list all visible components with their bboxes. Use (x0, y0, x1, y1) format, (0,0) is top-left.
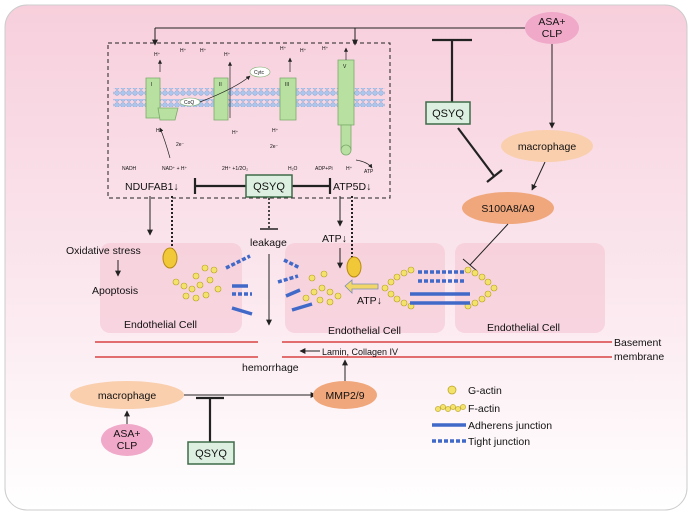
cytc-node (249, 66, 271, 78)
actin-flow-arrow (344, 279, 379, 294)
h-plus-7: H⁺ (322, 46, 329, 52)
complex-ii (213, 77, 229, 121)
complex-i (145, 77, 161, 119)
e2-label-2: 2e⁻ (270, 144, 279, 150)
mmp-node (313, 381, 377, 409)
e2-label-1: 2e⁻ (176, 142, 185, 148)
h-plus-9: H⁺ (232, 130, 239, 136)
legend-f-actin: F-actin (468, 403, 500, 415)
coq-label: CoQ (184, 100, 194, 106)
qsyq-box-middle (245, 174, 293, 198)
legend-adherens: Adherens junction (468, 420, 552, 432)
membrane-upper (113, 88, 385, 96)
macrophage-bottom-label: macrophage (98, 390, 157, 402)
endothelial-label-1: Endothelial Cell (124, 319, 197, 331)
hemorrhage-label: hemorrhage (242, 362, 299, 374)
complex-label-ii: II (219, 82, 222, 88)
h-plus-4: H⁺ (224, 52, 231, 58)
asa-clp-top-line1: ASA+ (538, 16, 565, 28)
tight-junctions (225, 254, 466, 296)
g-actin-legend-icon (447, 385, 457, 395)
h-plus-5: H⁺ (280, 46, 287, 52)
s100-label: S100A8/A9 (481, 203, 534, 215)
s100-node (462, 192, 554, 224)
atp-small-label: ATP (364, 169, 374, 175)
f-actin-legend-icon (435, 404, 466, 412)
h-plus-1: H⁺ (154, 52, 161, 58)
ndufab1-label: NDUFAB1↓ (125, 181, 179, 193)
endothelial-cell-3 (455, 243, 605, 333)
adp-label: ADP+Pi (315, 166, 333, 172)
f-actin-strand (381, 266, 498, 310)
atp-down-label-1: ATP↓ (322, 233, 347, 245)
adherens-junctions (231, 284, 470, 316)
h-plus-10: H⁺ (272, 128, 279, 134)
qsyq-box-top (425, 101, 471, 125)
lamin-label: Lamin, Collagen IV (322, 347, 398, 357)
complex-v (337, 59, 355, 126)
qsyq-label-bottom: QSYQ (195, 448, 227, 460)
o2-label: 2H⁺ +1/2O₂ (222, 166, 248, 172)
endothelial-label-3: Endothelial Cell (487, 322, 560, 334)
complex-iii (279, 77, 297, 121)
complex-label-i: I (151, 82, 152, 88)
h-plus-8: H⁺ (156, 128, 163, 134)
basement-label-line2: membrane (614, 351, 664, 363)
h2o-label: H₂O (288, 166, 298, 172)
asa-clp-bottom-line1: ASA+ (113, 428, 140, 440)
asa-clp-top-line2: CLP (542, 28, 562, 40)
complex-i-arm (157, 107, 179, 121)
atp5d-label: ATP5D↓ (333, 181, 371, 193)
leakage-label: leakage (250, 237, 287, 249)
oxidative-stress-label: Oxidative stress (66, 245, 141, 257)
nad-label: NAD⁺ + H⁺ (162, 166, 188, 172)
cytc-label: Cytc (254, 70, 265, 76)
membrane-lower (113, 99, 385, 107)
basement-label-line1: Basement (614, 337, 661, 349)
legend-g-actin: G-actin (468, 385, 502, 397)
h-plus-11: H⁺ (346, 166, 353, 172)
atp-down-label-2: ATP↓ (357, 295, 382, 307)
asa-clp-top-node (525, 12, 579, 44)
macrophage-bottom-node (70, 381, 184, 409)
nadh-label: NADH (122, 166, 137, 172)
mitochondrion-icon (346, 256, 362, 278)
macrophage-top-label: macrophage (518, 141, 577, 153)
complex-label-iii: III (285, 82, 289, 88)
legend: G-actin F-actin Adherens junction Tight … (432, 385, 552, 448)
qsyq-label-top: QSYQ (432, 108, 464, 120)
legend-tight: Tight junction (468, 436, 530, 448)
h-plus-3: H⁺ (200, 48, 207, 54)
g-actin-cluster-left (172, 264, 222, 302)
h-plus-2: H⁺ (180, 48, 187, 54)
qsyq-label-middle: QSYQ (253, 181, 285, 193)
h-plus-6: H⁺ (300, 48, 307, 54)
g-actin-cluster-middle (302, 270, 342, 306)
endothelial-label-2: Endothelial Cell (328, 325, 401, 337)
asa-clp-bottom-node (101, 424, 153, 456)
qsyq-box-bottom (187, 441, 235, 465)
asa-clp-bottom-line2: CLP (117, 440, 137, 452)
mitochondrion-icon (162, 247, 178, 269)
apoptosis-label: Apoptosis (92, 285, 138, 297)
complex-v-head (340, 144, 352, 156)
complex-label-v: V (343, 64, 347, 70)
macrophage-top-node (501, 130, 593, 162)
mmp-label: MMP2/9 (325, 390, 364, 402)
mitochondria-box (107, 42, 391, 199)
